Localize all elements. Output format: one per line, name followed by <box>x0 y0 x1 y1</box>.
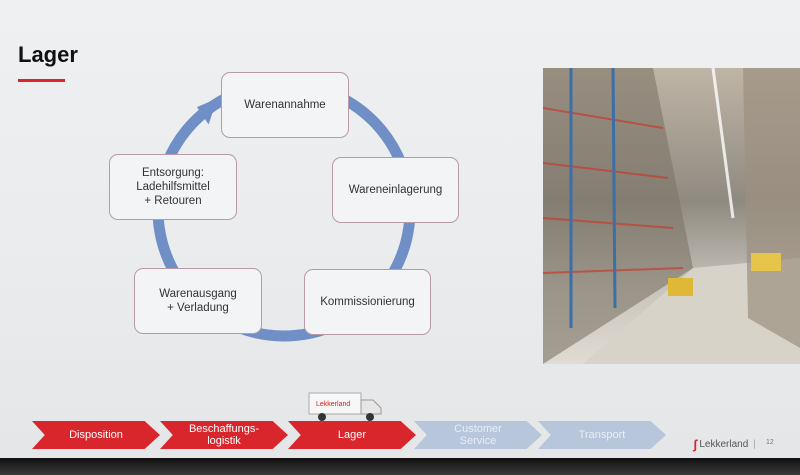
cycle-step-entsorgung: Entsorgung: Ladehilfsmittel + Retouren <box>109 154 237 220</box>
slide: Lager Warenannahme Wareneinlagerung Komm… <box>0 0 800 458</box>
screen-bezel <box>0 458 800 475</box>
lekkerland-logo: ʃ Lekkerland | <box>693 437 756 452</box>
cycle-step-warenannahme: Warenannahme <box>221 72 349 138</box>
process-step-beschaffungslogistik: Beschaffungs- logistik <box>160 421 288 449</box>
cycle-step-wareneinlagerung: Wareneinlagerung <box>332 157 459 223</box>
process-step-customer-service: Customer Service <box>414 421 542 449</box>
process-step-disposition: Disposition <box>32 421 160 449</box>
cycle-step-kommissionierung: Kommissionierung <box>304 269 431 335</box>
logo-divider: | <box>753 439 756 450</box>
process-step-lager: Lager <box>288 421 416 449</box>
logo-text: Lekkerland <box>699 439 749 450</box>
title-underline <box>18 79 65 82</box>
lekkerland-figure-icon: ʃ <box>693 437 698 452</box>
warehouse-photo <box>543 68 800 364</box>
process-step-transport: Transport <box>538 421 666 449</box>
page-number: 12 <box>766 439 774 446</box>
truck-icon: Lekkerland <box>308 392 382 421</box>
cycle-arrow-head-icon <box>197 98 218 125</box>
cycle-step-warenausgang: Warenausgang + Verladung <box>134 268 262 334</box>
truck-brand: Lekkerland <box>316 401 350 408</box>
slide-title: Lager <box>18 42 78 67</box>
